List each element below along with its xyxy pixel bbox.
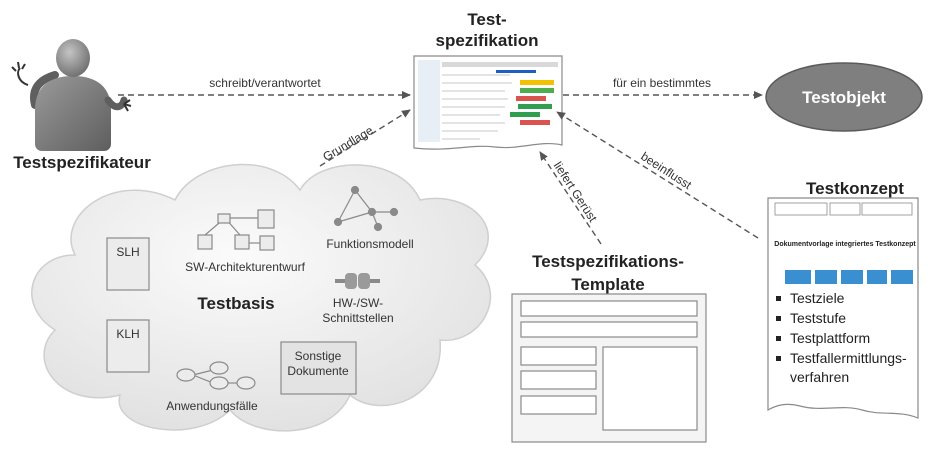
connector-icon <box>335 273 380 289</box>
konzept-title: Testkonzept <box>806 179 904 198</box>
sw-architecture-icon <box>197 209 275 251</box>
funktionsmodell-icon <box>333 185 399 232</box>
arrow-skeleton <box>539 151 602 245</box>
actor-figure-icon <box>11 39 132 151</box>
anwendungsfaelle-label: Anwendungsfälle <box>166 399 258 413</box>
konzept-item-3: Testfallermittlungs- <box>790 350 907 366</box>
edge-label-for-object: für ein bestimmtes <box>613 76 711 90</box>
template-title-line2: Template <box>571 275 644 294</box>
sonstige-label-line1: Sonstige <box>295 349 342 363</box>
template-document-icon <box>511 293 707 443</box>
spec-title-line1: Test- <box>467 10 506 29</box>
konzept-item-2: Testplattform <box>790 330 870 346</box>
klh-box <box>106 319 150 373</box>
slh-box <box>106 237 150 291</box>
use-case-icon <box>176 361 256 390</box>
testbasis-title: Testbasis <box>197 294 274 313</box>
edge-label-writes: schreibt/verantwortet <box>209 76 321 90</box>
konzept-item-1: Teststufe <box>790 310 846 326</box>
template-title-line1: Testspezifikations- <box>532 252 684 271</box>
konzept-doc-heading: Dokumentvorlage integriertes Testkonzept <box>774 241 916 248</box>
edge-label-influences: beeinflusst <box>638 149 694 192</box>
edge-label-basis: Grundlage <box>320 123 376 164</box>
konzept-item-3-cont: verfahren <box>790 369 849 385</box>
testobjekt-node <box>765 62 923 132</box>
hw-sw-label-line2: Schnittstellen <box>322 311 393 325</box>
sonstige-box <box>280 341 357 395</box>
sw-architecture-label: SW-Architekturentwurf <box>185 260 305 274</box>
funktionsmodell-label: Funktionsmodell <box>326 237 413 251</box>
slh-label: SLH <box>116 245 139 259</box>
klh-label: KLH <box>116 327 139 341</box>
testobjekt-label: Testobjekt <box>802 88 886 107</box>
edge-label-skeleton: liefert Gerüst <box>551 159 601 225</box>
spec-title-line2: spezifikation <box>436 31 539 50</box>
konzept-document-icon <box>767 197 919 419</box>
actor-label: Testspezifikateur <box>13 153 151 172</box>
hw-sw-label-line1: HW-/SW- <box>333 296 383 310</box>
spec-document-icon <box>413 55 563 150</box>
konzept-item-0: Testziele <box>790 290 845 306</box>
sonstige-label-line2: Dokumente <box>287 364 349 378</box>
arrow-basis <box>319 109 411 167</box>
